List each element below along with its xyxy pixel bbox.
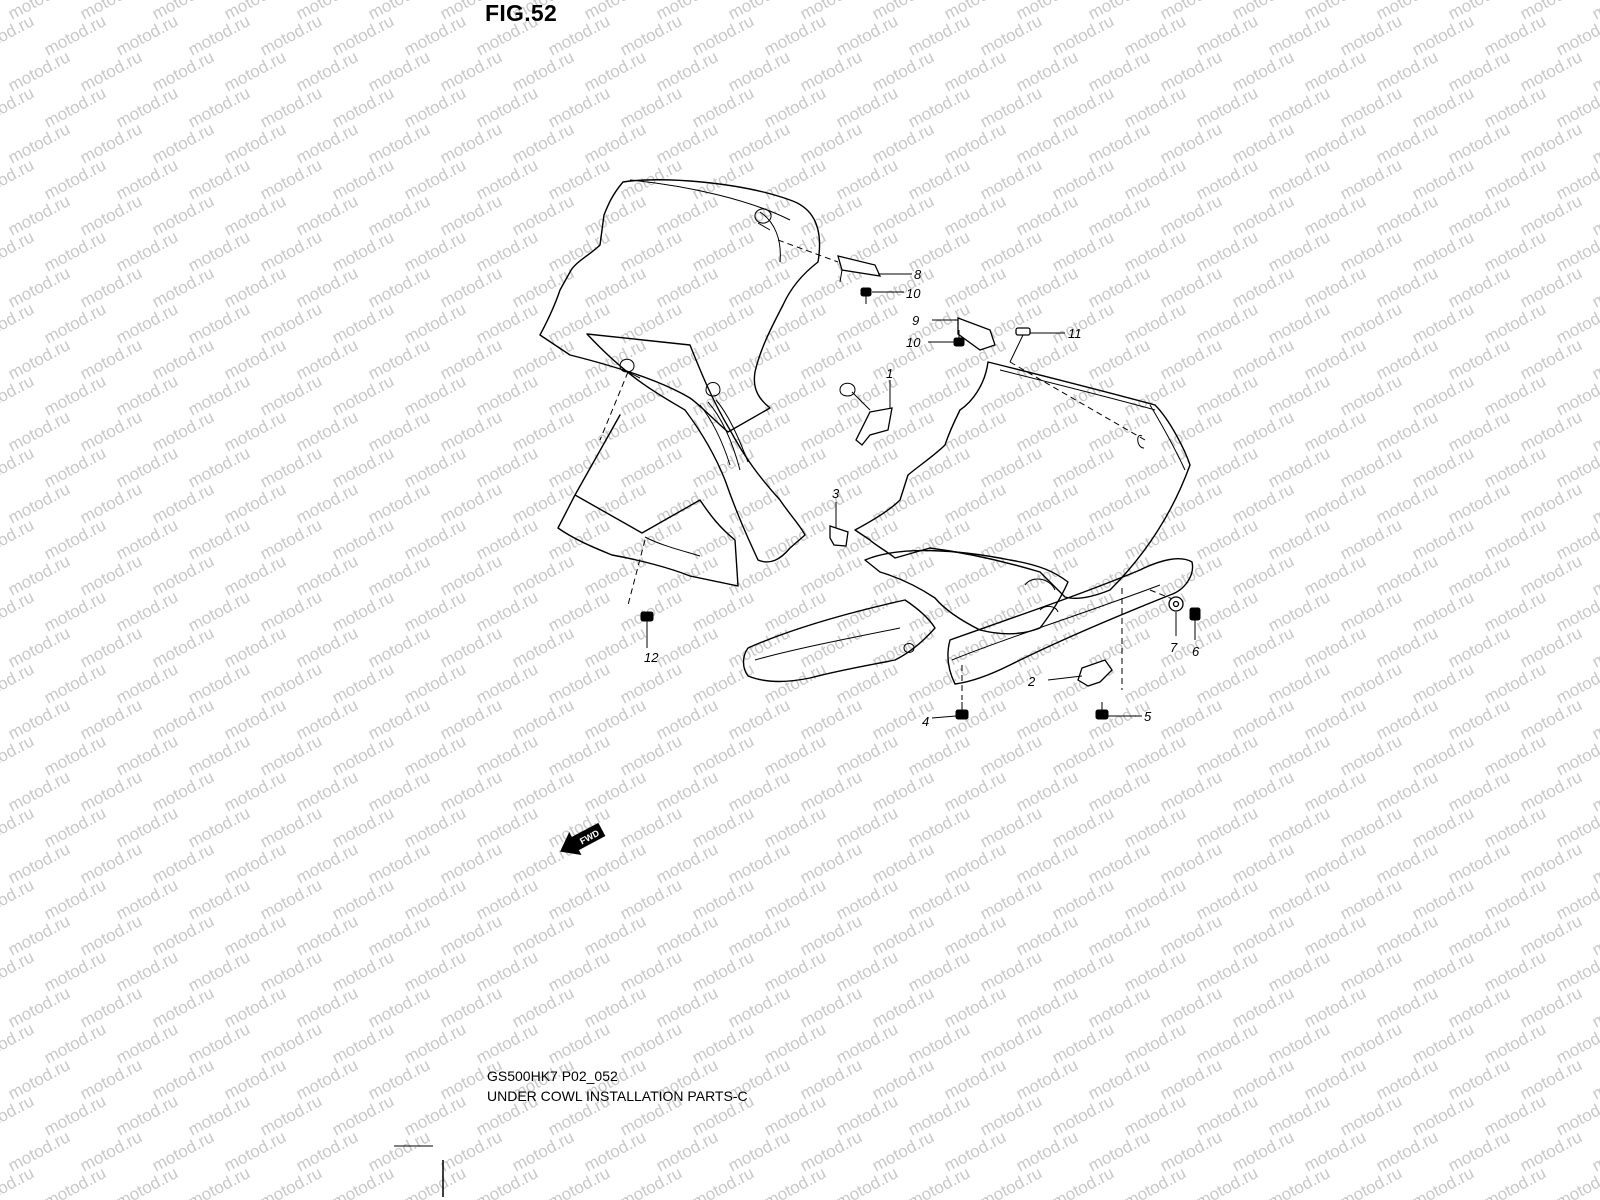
right-cowl-panel [854, 361, 1191, 599]
callout-4: 4 [922, 714, 929, 729]
right-lower-clip [1024, 578, 1059, 613]
bracket-1 [855, 407, 893, 446]
callout-8: 8 [914, 267, 922, 282]
screw-11 [1009, 327, 1031, 363]
inner-side-panel [586, 333, 806, 563]
figure-code: GS500HK7 P02_052 [487, 1068, 618, 1084]
stay-8-tab [839, 269, 843, 283]
bolt-12 [640, 611, 654, 632]
stay-8 [837, 255, 882, 277]
right-cowl-edge [999, 369, 1186, 471]
leader-bolt-6 [1149, 589, 1176, 601]
left-lower-strip-edge [754, 627, 915, 661]
left-under-panel [557, 414, 739, 587]
leader-screw-11 [1009, 361, 1146, 441]
bolt-4 [955, 702, 969, 720]
callout-10-lower: 10 [906, 335, 921, 350]
left-cowl-grommet [754, 208, 772, 231]
callout-12: 12 [644, 650, 659, 665]
lower-strip-fold [951, 584, 1161, 661]
figure-title: FIG.52 [485, 0, 558, 26]
callout-9: 9 [912, 313, 919, 328]
left-grommet [619, 358, 641, 379]
right-lower-panel [864, 549, 1069, 635]
left-cowl-edge [629, 179, 791, 263]
left-lower-strip [742, 599, 936, 683]
screw-6 [1189, 607, 1201, 621]
callout-2: 2 [1027, 674, 1036, 689]
clip-3 [829, 525, 849, 547]
callout-line-4 [931, 715, 957, 719]
washer-7 [1168, 596, 1184, 612]
leader-stay-8 [777, 239, 839, 263]
inner-side-clip [705, 382, 721, 397]
leader-bolt-12 [627, 539, 646, 606]
callout-1: 1 [886, 366, 893, 381]
callout-3: 3 [832, 486, 840, 501]
bolt-10-upper [860, 287, 872, 304]
stay-9 [957, 317, 996, 351]
callout-line-2 [1047, 675, 1083, 681]
inner-side-ribs [699, 399, 749, 471]
left-cowl-panel [539, 179, 821, 433]
bracket-2 [1077, 659, 1113, 687]
bolt-5 [1095, 702, 1109, 720]
right-grommet [1137, 434, 1145, 449]
bracket-1-grommet [839, 382, 871, 411]
fwd-arrow: FWD [560, 822, 606, 855]
left-under-fold [644, 536, 739, 587]
lower-strip [947, 558, 1194, 685]
figure-name: UNDER COWL INSTALLATION PARTS-C [487, 1088, 748, 1104]
bolt-10-lower [953, 330, 965, 347]
callout-10-upper: 10 [906, 286, 921, 301]
callout-7: 7 [1170, 640, 1178, 655]
callout-11: 11 [1068, 326, 1082, 341]
fwd-arrow-shape [560, 822, 606, 855]
callout-6: 6 [1192, 644, 1200, 659]
leader-left-grommet [599, 371, 629, 441]
callout-5: 5 [1144, 709, 1152, 724]
